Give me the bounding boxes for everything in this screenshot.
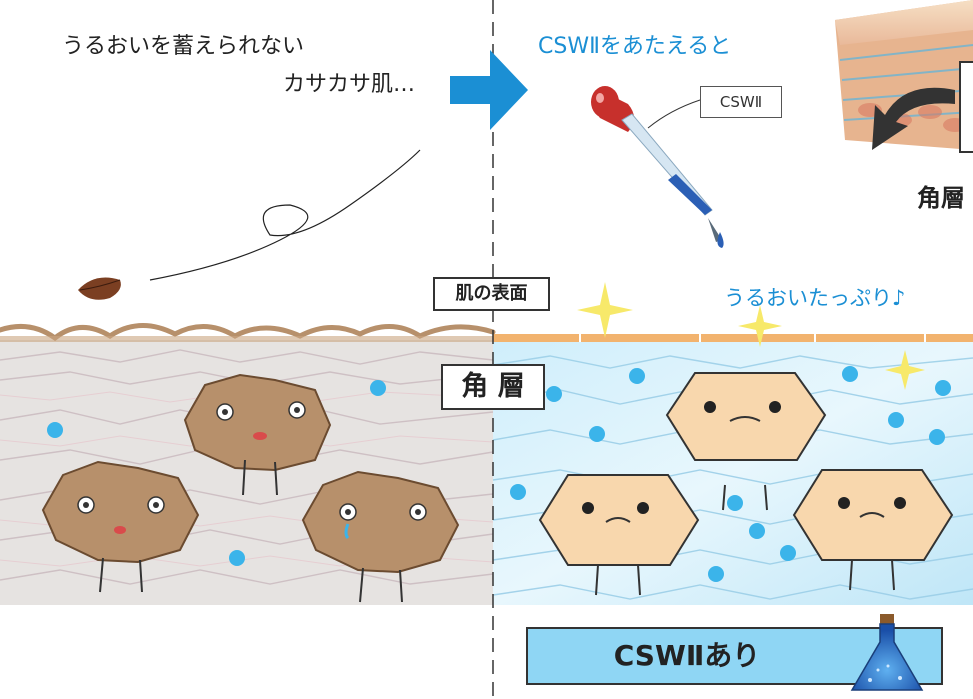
dry-caption-line2: カサカサ肌… <box>283 72 416 97</box>
leaf-icon <box>78 277 121 300</box>
dry-cell <box>41 460 200 593</box>
dry-surface <box>0 323 496 342</box>
water-dots-moist <box>510 366 951 582</box>
layer-label: 角 層 <box>441 364 545 410</box>
dry-cell <box>301 470 460 603</box>
arrow-right-icon <box>450 50 528 130</box>
sparkle-icons <box>577 282 925 390</box>
dry-caption-line1: うるおいを蓄えられない <box>62 34 305 59</box>
flight-path <box>149 149 421 281</box>
surface-label: 肌の表面 <box>433 277 550 311</box>
flask-icon <box>850 614 924 691</box>
dry-cell <box>183 373 332 496</box>
water-dots-dry <box>47 380 386 566</box>
curved-arrow-icon <box>872 87 955 150</box>
corner-layer-label: 角層 <box>917 184 965 212</box>
csw-caption: CSWⅡをあたえると <box>538 34 732 59</box>
moist-cell <box>792 469 954 591</box>
moist-caption: うるおいたっぷり♪ <box>724 286 906 310</box>
moist-cell <box>538 474 700 596</box>
dropper-tag: CSWⅡ <box>700 86 782 118</box>
moist-surface <box>493 334 973 342</box>
banner-label: CSWⅡあり <box>613 639 761 672</box>
moist-cell <box>665 372 827 511</box>
dropper-icon <box>591 86 724 248</box>
skin-section-illustration <box>835 0 973 153</box>
dropper-tag-label: CSWⅡ <box>719 93 763 111</box>
